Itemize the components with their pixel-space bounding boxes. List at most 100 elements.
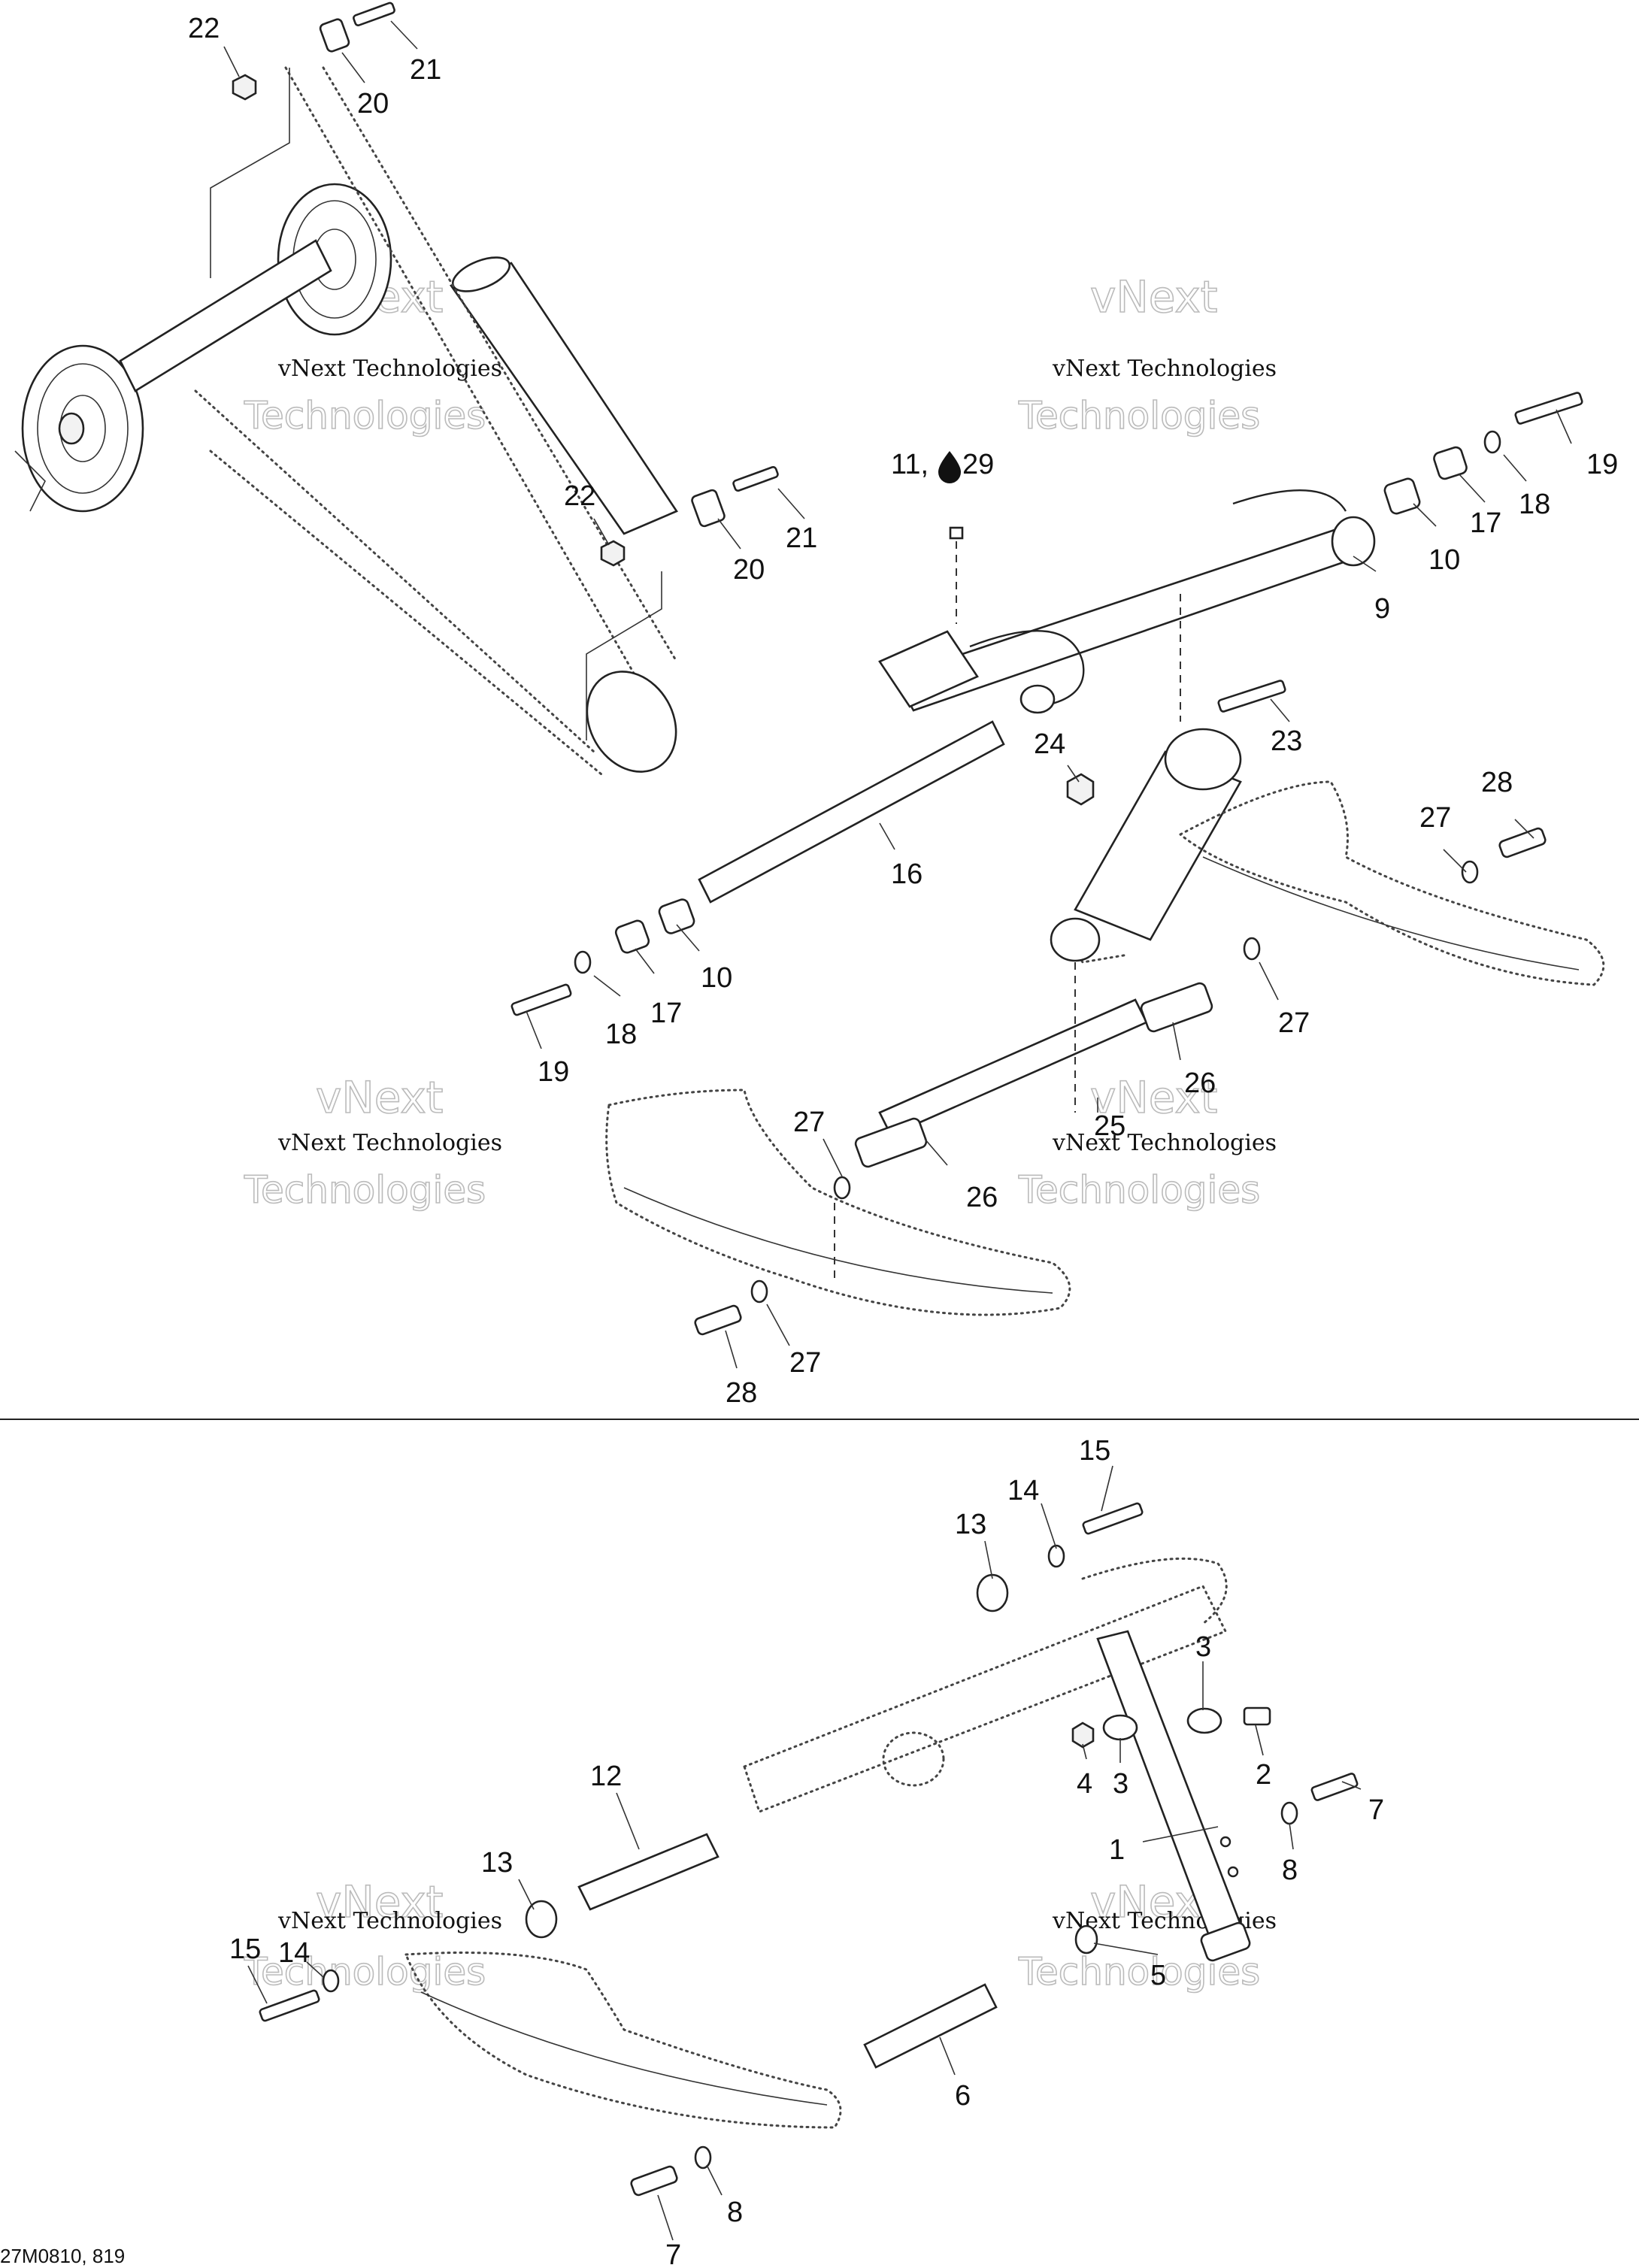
link-outline bbox=[194, 389, 595, 753]
oil-drop-icon bbox=[938, 451, 961, 483]
callout-14: 14 bbox=[1007, 1475, 1039, 1506]
watermark-line1: vNext bbox=[1090, 271, 1217, 322]
lower-arm-assembly bbox=[743, 1557, 1251, 1962]
link-outline bbox=[284, 66, 663, 723]
leader-line bbox=[586, 571, 662, 740]
leader-lines bbox=[223, 20, 1572, 2241]
shock-body bbox=[1074, 750, 1242, 941]
watermark-line1: vNext bbox=[1090, 1072, 1217, 1123]
bushing-20-lower bbox=[691, 489, 726, 528]
watermark-line2: vNext Technologies bbox=[277, 1130, 502, 1156]
rail-right-upper bbox=[1179, 780, 1605, 986]
flanged-bushing-17-upper bbox=[1433, 446, 1468, 480]
callout-25: 25 bbox=[1094, 1110, 1125, 1142]
callout-19: 19 bbox=[1586, 449, 1618, 480]
callout-27: 27 bbox=[1278, 1007, 1310, 1039]
hardware-lower bbox=[259, 1502, 1359, 2197]
callout-12: 12 bbox=[590, 1761, 622, 1792]
front-arm-left-bracket bbox=[878, 630, 979, 708]
callout-11: 11, bbox=[891, 449, 929, 480]
bushing-26-right bbox=[1140, 982, 1213, 1033]
rail-left-upper bbox=[605, 1089, 1071, 1316]
callout-7: 7 bbox=[665, 2239, 681, 2268]
watermark-line1: vNext bbox=[316, 1876, 443, 1927]
washer-18-upper bbox=[1483, 430, 1501, 454]
link-outline bbox=[322, 66, 678, 663]
callout-8: 8 bbox=[727, 2197, 743, 2228]
callout-7: 7 bbox=[1368, 1794, 1384, 1826]
lower-pivot-bracket bbox=[586, 671, 677, 773]
washer-27-lower bbox=[750, 1279, 768, 1304]
bolt-7-right bbox=[1310, 1773, 1359, 1801]
watermark-line2: vNext Technologies bbox=[1052, 1130, 1277, 1156]
spacer-5 bbox=[1074, 1924, 1098, 1955]
link-hole bbox=[1227, 1866, 1239, 1878]
callout-9: 9 bbox=[1374, 593, 1390, 625]
bracket-stub bbox=[14, 450, 46, 512]
callout-27: 27 bbox=[789, 1347, 821, 1379]
callout-10: 10 bbox=[1428, 544, 1460, 576]
callout-24: 24 bbox=[1034, 728, 1065, 760]
washer-27-left bbox=[833, 1176, 851, 1200]
callout-4: 4 bbox=[1077, 1768, 1092, 1800]
callout-6: 6 bbox=[955, 2080, 971, 2112]
nut-22-upper bbox=[232, 74, 257, 101]
hardware-top-right bbox=[1066, 392, 1583, 806]
callout-21: 21 bbox=[786, 522, 817, 554]
grease-fitting-11 bbox=[949, 526, 964, 540]
arm-brace-outline bbox=[1081, 1557, 1228, 1625]
idler-wheel-left-rim bbox=[37, 363, 129, 494]
callout-14: 14 bbox=[278, 1937, 310, 1969]
callout-17: 17 bbox=[1470, 507, 1501, 539]
washer-3-right bbox=[1186, 1707, 1222, 1734]
callout-23: 23 bbox=[1271, 725, 1302, 757]
callout-27: 27 bbox=[1419, 802, 1451, 834]
callout-22: 22 bbox=[188, 13, 220, 44]
nut-4 bbox=[1071, 1721, 1095, 1749]
bolt-21-lower bbox=[732, 465, 779, 492]
washer-3-left bbox=[1102, 1714, 1138, 1741]
watermark-line3: Technologies bbox=[244, 394, 486, 438]
idler-wheel-left-bearing bbox=[58, 412, 85, 445]
flanged-bushing-13-upper bbox=[976, 1573, 1009, 1612]
watermark-line3: Technologies bbox=[244, 1950, 486, 1994]
arm-pivot-outline bbox=[882, 1731, 945, 1787]
watermark: vNext vNext Technologies Technologies bbox=[243, 1876, 502, 1994]
washer-18-lower bbox=[574, 950, 592, 974]
link-outline bbox=[209, 450, 603, 776]
nut-24 bbox=[1066, 773, 1095, 806]
callout-27: 27 bbox=[793, 1107, 825, 1138]
callout-28: 28 bbox=[726, 1377, 757, 1409]
watermark: vNext vNext Technologies Technologies bbox=[1017, 271, 1277, 438]
washer-8-right bbox=[1280, 1801, 1298, 1825]
watermark-group: vNext vNext Technologies Technologies vN… bbox=[243, 271, 1277, 1994]
callout-26: 26 bbox=[1184, 1067, 1216, 1099]
callout-20: 20 bbox=[357, 88, 389, 120]
idler-wheel-right bbox=[277, 183, 392, 336]
watermark-line2: vNext Technologies bbox=[277, 1908, 502, 1934]
watermark-line3: Technologies bbox=[1018, 394, 1260, 438]
callout-21: 21 bbox=[410, 54, 441, 86]
bushing-10-lower bbox=[658, 898, 695, 934]
rail-outline bbox=[605, 1089, 1071, 1316]
shock-top-eye bbox=[1164, 728, 1242, 791]
callout-2: 2 bbox=[1256, 1759, 1271, 1791]
callout-5: 5 bbox=[1150, 1960, 1166, 1991]
bushing-26-left bbox=[854, 1117, 928, 1168]
bolt-23 bbox=[1217, 680, 1286, 713]
front-arm-upper-brace bbox=[1232, 489, 1347, 512]
callout-3: 3 bbox=[1195, 1631, 1211, 1663]
washer-14-lower bbox=[322, 1969, 340, 1993]
hardware-top-left bbox=[232, 2, 779, 567]
washer-27-right bbox=[1243, 937, 1261, 961]
arm-outline bbox=[743, 1585, 1228, 1813]
watermark-line2: vNext Technologies bbox=[277, 356, 502, 382]
callout-18: 18 bbox=[605, 1019, 637, 1050]
bolt-28-upper bbox=[1498, 827, 1547, 858]
callout-22: 22 bbox=[564, 480, 595, 512]
link-bushing bbox=[1200, 1921, 1251, 1962]
leader-line bbox=[210, 68, 290, 278]
washer-27-upper bbox=[1461, 860, 1479, 884]
bolt-19-lower bbox=[510, 983, 572, 1016]
bolt-15-lower bbox=[259, 1989, 320, 2022]
